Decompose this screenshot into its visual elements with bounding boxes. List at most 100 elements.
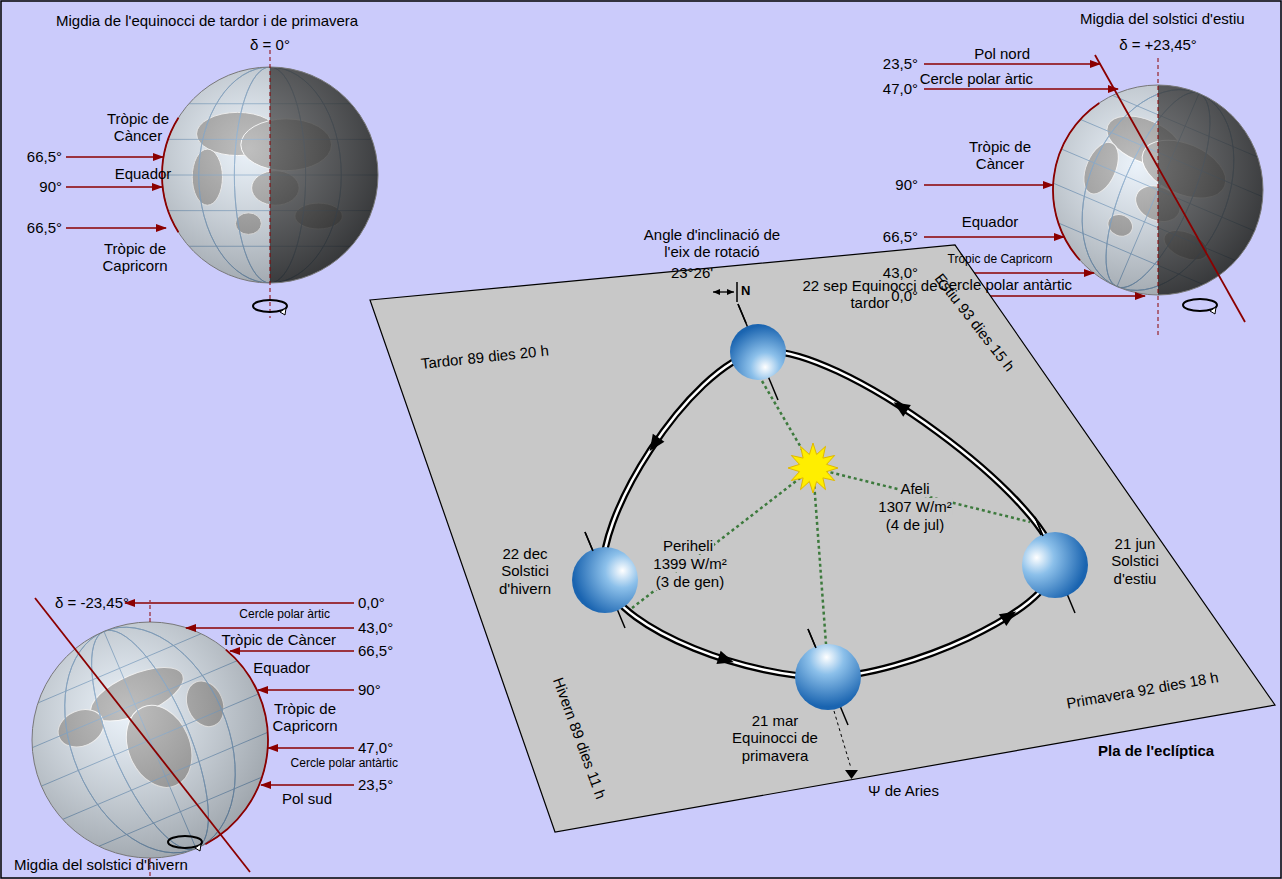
circle-name: Tròpic de Capricorn — [948, 253, 1053, 267]
incidence-angle: 66,5° — [358, 642, 393, 659]
north-reference-line — [736, 282, 738, 302]
plane-label: Pla de l'eclíptica — [1098, 742, 1214, 759]
orbit-inner — [603, 351, 1055, 677]
incidence-angle: 47,0° — [883, 80, 918, 97]
incidence-angle: 66,5° — [27, 148, 62, 165]
sun-ray-arrow — [186, 627, 354, 629]
circle-name: Pol sud — [282, 790, 332, 807]
sun — [788, 443, 838, 493]
globe-body — [0, 585, 305, 879]
circle-name: Tròpic de Càncer — [222, 631, 337, 648]
rotation-arrow — [1210, 307, 1216, 314]
horizon-arc — [205, 650, 268, 845]
irradiance-value: 1307 W/m² — [877, 498, 952, 515]
axis-tilt-label: Angle d'inclinació de l'eix de rotació — [640, 226, 785, 261]
earth-axis — [808, 629, 816, 648]
incidence-angle: 47,0° — [358, 739, 393, 756]
earth-axis — [1035, 517, 1043, 536]
sun-ray-arrow — [924, 63, 1100, 65]
season-label: Tardor 89 dies 20 h — [420, 342, 550, 373]
meridian-plane-line — [270, 50, 271, 318]
heading: Migdia del solstici d'hivern — [14, 856, 188, 873]
north-mark: N — [741, 284, 750, 299]
sun-ray-arrow — [268, 747, 354, 749]
circle-name: Tròpic de Capricorn — [260, 700, 350, 735]
incidence-angle: 66,5° — [883, 228, 918, 245]
incidence-angle: 90° — [39, 178, 62, 195]
ocean — [32, 622, 268, 858]
tilt-dimension — [713, 291, 734, 292]
incidence-angle: 43,0° — [358, 619, 393, 636]
perihelion-label: Periheli — [662, 537, 714, 554]
earth — [1022, 532, 1088, 598]
circle-name: Tròpic de Càncer — [955, 138, 1045, 173]
irradiance-value: 1399 W/m² — [652, 555, 727, 572]
incidence-angle: 23,5° — [883, 55, 918, 72]
vernal-point-label: Ψ de Aries — [868, 782, 939, 799]
earth — [795, 644, 861, 710]
orbit-direction-arrow — [890, 396, 911, 416]
circle-name: Cercle polar àrtic — [920, 70, 1033, 87]
sphere-shading — [32, 622, 268, 858]
apsis-line — [813, 468, 1030, 522]
circle-name: Pol nord — [974, 45, 1030, 62]
incidence-angle: 90° — [895, 176, 918, 193]
circle-name: Cercle polar àrtic — [239, 608, 330, 622]
sun-ray-arrow — [924, 184, 1053, 186]
globe — [0, 585, 305, 879]
orbit-event-label: 22 sep Equinocci de tardor — [795, 277, 945, 312]
orbit-event-label: 21 jun Solstici d'estiu — [1098, 535, 1173, 587]
graticule — [0, 585, 305, 879]
season-label: Primavera 92 dies 18 h — [1065, 668, 1220, 712]
sun-ray-arrow — [261, 784, 354, 786]
circle-name: Equador — [253, 659, 310, 676]
rotation-arrow — [280, 308, 286, 315]
sun-ray-arrow — [66, 156, 163, 158]
circle-name: Tròpic de Capricorn — [90, 240, 180, 275]
sun-ray-arrow — [230, 650, 354, 652]
declination-label: δ = -23,45° — [55, 594, 129, 611]
incidence-angle: 66,5° — [27, 219, 62, 236]
apsis-line — [632, 468, 813, 608]
sun-ray-arrow — [924, 236, 1064, 238]
rotation-axis — [35, 598, 250, 872]
ecliptic-plane — [370, 245, 1275, 832]
vernal-point-line — [834, 711, 851, 768]
sun-ray-arrow — [924, 88, 1118, 90]
declination-label: δ = +23,45° — [1119, 36, 1197, 53]
circle-name: Tròpic de Càncer — [93, 110, 183, 145]
earth-axis — [738, 304, 746, 323]
earth — [572, 547, 638, 613]
apsis-line — [813, 468, 826, 644]
date-label: (4 de jul) — [885, 516, 945, 533]
sun-ray-arrow — [66, 186, 162, 188]
orbit-event-label: 21 mar Equinocci de primavera — [720, 712, 830, 764]
axis-tilt-value: 23°26' — [671, 264, 713, 281]
sun-ray-arrow — [125, 602, 354, 604]
orbit-direction-arrow — [999, 606, 1020, 626]
earth-axis — [585, 532, 593, 551]
sun-ray-arrow — [66, 227, 166, 229]
sun-ray-arrow — [258, 689, 354, 691]
orbit-event-label: 22 dec Solstici d'hivern — [488, 545, 563, 597]
circle-name: Equador — [115, 165, 172, 182]
incidence-angle: 0,0° — [358, 594, 385, 611]
declination-label: δ = 0° — [250, 36, 290, 53]
orbit-direction-arrow — [644, 434, 665, 455]
heading: Migdia del solstici d'estiu — [1080, 10, 1245, 27]
earth — [730, 324, 786, 380]
season-label: Hivern 89 dies 11 h — [550, 675, 610, 801]
incidence-angle: 23,5° — [358, 776, 393, 793]
meridian-plane-line — [150, 618, 151, 622]
vernal-point-marker — [845, 770, 858, 779]
orbit — [603, 351, 1055, 677]
heading: Migdia de l'equinocci de tardor i de pri… — [56, 12, 358, 29]
meridian-plane-line — [1158, 58, 1159, 338]
rotation-axis — [1095, 55, 1245, 322]
rotation-arrow — [195, 844, 201, 851]
circle-name: Cercle polar antàrtic — [291, 757, 398, 771]
globe-outline — [32, 622, 268, 858]
